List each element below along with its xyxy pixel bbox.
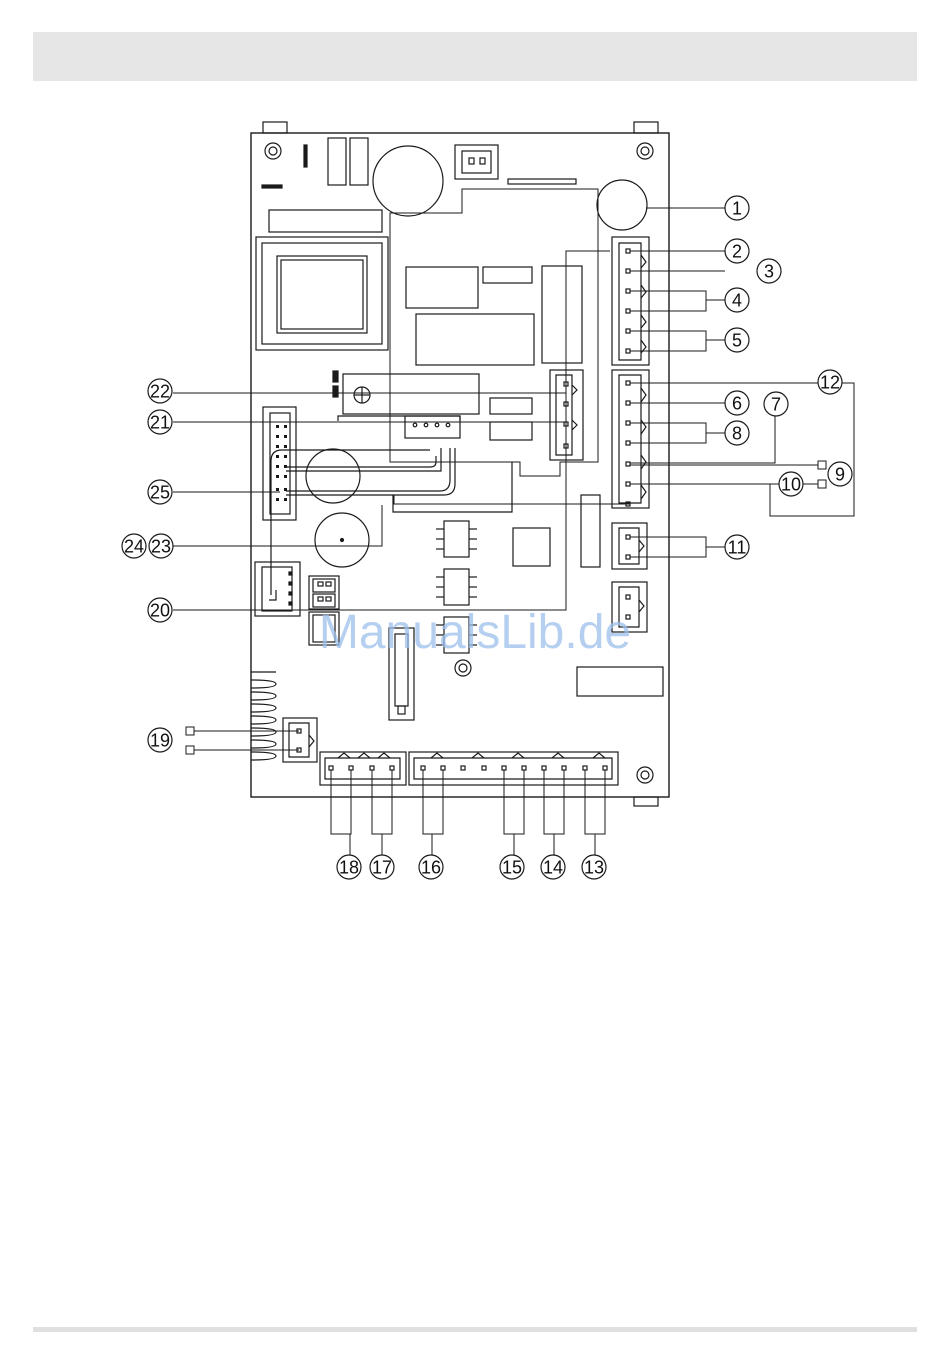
callout-7: 7 (764, 392, 788, 416)
callout-20: 20 (148, 598, 172, 622)
callout-9: 9 (828, 462, 852, 486)
svg-text:21: 21 (150, 413, 170, 433)
svg-text:2: 2 (732, 242, 742, 262)
connector-right-middle (612, 370, 649, 508)
callout-3: 3 (757, 259, 781, 283)
callout-1: 1 (725, 196, 749, 220)
svg-text:25: 25 (150, 483, 170, 503)
footer-line (33, 1327, 917, 1332)
callout-6: 6 (725, 391, 749, 415)
svg-text:7: 7 (771, 395, 781, 415)
svg-text:5: 5 (732, 331, 742, 351)
callout-8: 8 (725, 421, 749, 445)
callout-21: 21 (148, 410, 172, 434)
transformer (256, 237, 388, 350)
callout-12: 12 (818, 370, 842, 394)
callouts: 1 2 3 4 5 6 7 8 9 10 11 12 13 14 15 16 1… (122, 196, 852, 879)
svg-text:14: 14 (543, 858, 563, 878)
svg-text:3: 3 (764, 262, 774, 282)
svg-text:10: 10 (781, 475, 801, 495)
svg-text:19: 19 (150, 731, 170, 751)
edge-coil (251, 672, 317, 762)
callout-23: 23 (149, 534, 173, 558)
callout-19: 19 (148, 728, 172, 752)
svg-text:18: 18 (339, 858, 359, 878)
callout-5: 5 (725, 328, 749, 352)
top-left-components (262, 138, 576, 232)
watermark-text: ManualsLib.de (319, 606, 631, 659)
svg-text:24: 24 (124, 537, 144, 557)
svg-text:15: 15 (502, 858, 522, 878)
svg-text:9: 9 (835, 465, 845, 485)
callout-17: 17 (370, 855, 394, 879)
bottom-connector-left (320, 752, 406, 785)
callout-11: 11 (725, 535, 749, 559)
svg-text:20: 20 (150, 601, 170, 621)
svg-text:17: 17 (372, 858, 392, 878)
callout-25: 25 (148, 480, 172, 504)
callout-16: 16 (419, 855, 443, 879)
central-module (333, 180, 647, 476)
svg-text:23: 23 (151, 537, 171, 557)
svg-text:8: 8 (732, 424, 742, 444)
callout-2: 2 (725, 239, 749, 263)
svg-text:13: 13 (584, 858, 604, 878)
callout-14: 14 (541, 855, 565, 879)
callout-22: 22 (148, 379, 172, 403)
svg-text:6: 6 (732, 394, 742, 414)
callout-15: 15 (500, 855, 524, 879)
callout-13: 13 (582, 855, 606, 879)
callout-10: 10 (779, 472, 803, 496)
svg-text:12: 12 (820, 373, 840, 393)
bottom-connector-right (409, 752, 618, 785)
connector-right-top (612, 237, 649, 365)
connector-right-11 (612, 523, 647, 569)
svg-text:22: 22 (150, 382, 170, 402)
callout-18: 18 (337, 855, 361, 879)
svg-text:4: 4 (732, 291, 742, 311)
svg-text:1: 1 (732, 199, 742, 219)
callout-4: 4 (725, 288, 749, 312)
svg-text:11: 11 (728, 538, 747, 558)
svg-text:16: 16 (421, 858, 441, 878)
left-header (263, 407, 369, 567)
callout-24: 24 (122, 534, 146, 558)
